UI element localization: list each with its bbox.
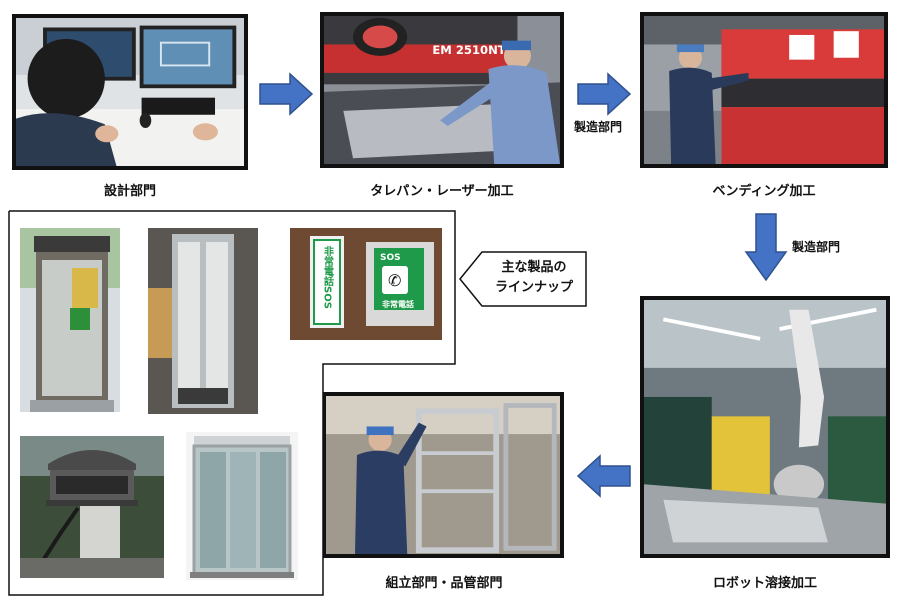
- robot-welding-caption: ロボット溶接加工: [712, 576, 817, 591]
- phone-glyph: ✆: [388, 271, 401, 290]
- flow-arrow-left: [576, 454, 631, 498]
- bending-caption: ベンディング加工: [712, 184, 816, 199]
- product-booth-interior: [148, 228, 258, 414]
- design-department-caption: 設計部門: [103, 184, 156, 199]
- product-emergency-sign: 非常電話SOS SOS ✆ 非常電話: [290, 228, 442, 340]
- sign-vertical-text: 非常電話SOS: [322, 245, 334, 309]
- flow-arrow-down: [744, 213, 788, 282]
- robot-welding-photo: [640, 296, 890, 558]
- design-department-photo: [12, 14, 248, 170]
- machine-model-label: EM 2510NT: [432, 43, 506, 57]
- manufacturing-label-1: 製造部門: [574, 120, 623, 134]
- bending-photo: [640, 12, 888, 168]
- callout-line-2: ラインナップ: [494, 280, 573, 295]
- product-elevated-booth: [20, 436, 164, 578]
- punch-laser-caption: タレパン・レーザー加工: [370, 184, 514, 199]
- product-phone-booth: [20, 228, 120, 412]
- sign-emergency-text: 非常電話: [382, 299, 414, 309]
- flow-arrow-right-1: [259, 72, 314, 116]
- assembly-qc-photo: [322, 392, 564, 558]
- callout-line-1: 主な製品の: [501, 260, 567, 275]
- punch-laser-photo: EM 2510NT: [320, 12, 564, 168]
- manufacturing-label-2: 製造部門: [792, 240, 841, 254]
- product-lineup-callout: 主な製品の ラインナップ: [458, 248, 588, 310]
- flow-arrow-right-2: [577, 72, 632, 116]
- callout-text: 主な製品の ラインナップ: [484, 258, 584, 298]
- assembly-qc-caption: 組立部門・品管部門: [385, 576, 503, 591]
- sign-sos-text: SOS: [380, 253, 401, 263]
- product-glass-booth: [186, 432, 298, 580]
